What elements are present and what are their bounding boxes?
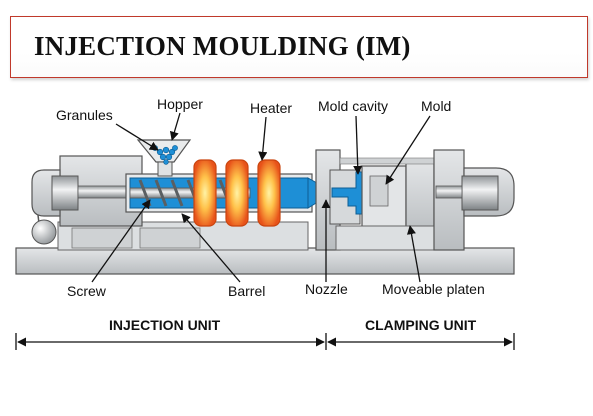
clamping-cylinder — [433, 149, 515, 251]
label-screw: Screw — [67, 283, 107, 299]
hopper — [136, 139, 192, 177]
mold — [361, 165, 407, 229]
unit-dimension-lines — [15, 333, 515, 350]
label-injection-unit: INJECTION UNIT — [109, 317, 221, 333]
arrow-screw — [91, 199, 151, 283]
arrow-granules — [115, 123, 159, 151]
counterweight-ball — [31, 219, 57, 245]
page-title: INJECTION MOULDING (IM) — [34, 31, 411, 61]
arrow-barrel — [181, 213, 241, 283]
arrow-hopper — [169, 112, 181, 141]
label-hopper: Hopper — [157, 96, 203, 112]
label-barrel: Barrel — [228, 283, 265, 299]
arrow-mold-cavity — [353, 115, 363, 175]
label-clamping-unit: CLAMPING UNIT — [365, 317, 477, 333]
mold-cavity — [331, 171, 363, 215]
label-heater: Heater — [250, 100, 292, 116]
title-banner: INJECTION MOULDING (IM) — [10, 16, 588, 78]
heater-bands — [193, 159, 281, 227]
label-mold: Mold — [421, 98, 451, 114]
label-nozzle: Nozzle — [305, 281, 348, 297]
arrow-heater — [258, 116, 268, 161]
leader-arrows — [91, 112, 431, 283]
label-mold-cavity: Mold cavity — [318, 98, 388, 114]
machine-base — [15, 221, 515, 275]
label-moveable-platen: Moveable platen — [382, 281, 485, 297]
label-granules: Granules — [56, 107, 113, 123]
arrow-mold — [385, 115, 431, 185]
arrow-moveable-platen — [406, 225, 421, 283]
